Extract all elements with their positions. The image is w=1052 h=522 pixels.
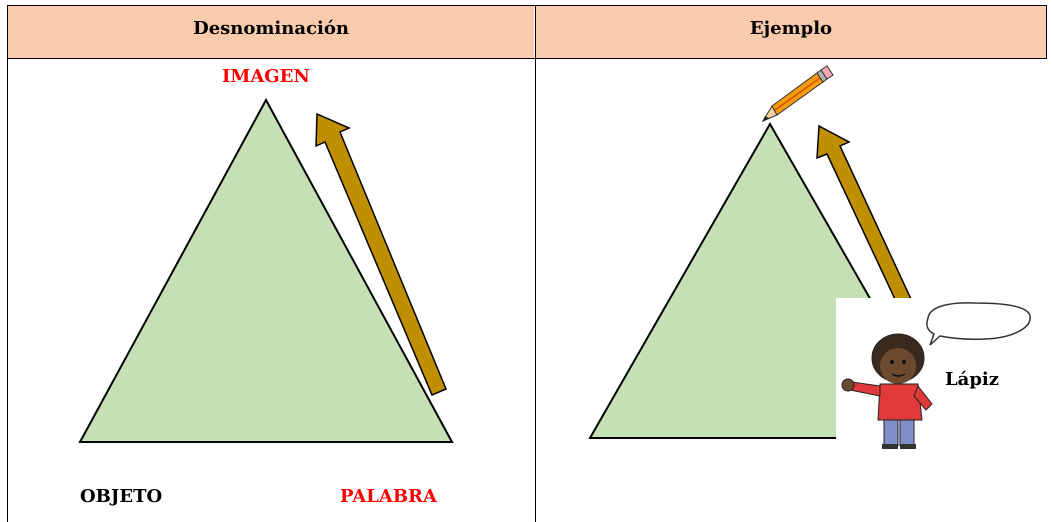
pencil-icon [761,65,834,123]
label-palabra: PALABRA [340,486,437,507]
table-border-left [7,5,8,522]
header-desnominacion: Desnominación [193,18,349,39]
label-imagen: IMAGEN [222,66,310,87]
left-triangle [78,97,454,443]
speech-bubble-icon [926,302,1031,346]
label-lapiz: Lápiz [945,369,999,390]
header-cell-right-bg [536,6,1046,58]
left-arrow [315,112,447,396]
table-border-right [1046,5,1047,59]
table-column-divider [535,5,536,522]
table-header-divider [7,58,1047,59]
table-border-top [7,5,1047,6]
right-arrow [816,124,919,313]
header-ejemplo: Ejemplo [749,18,833,39]
label-objeto: OBJETO [80,486,163,507]
header-cell-left-bg [8,6,534,58]
boy-figure [841,333,933,449]
